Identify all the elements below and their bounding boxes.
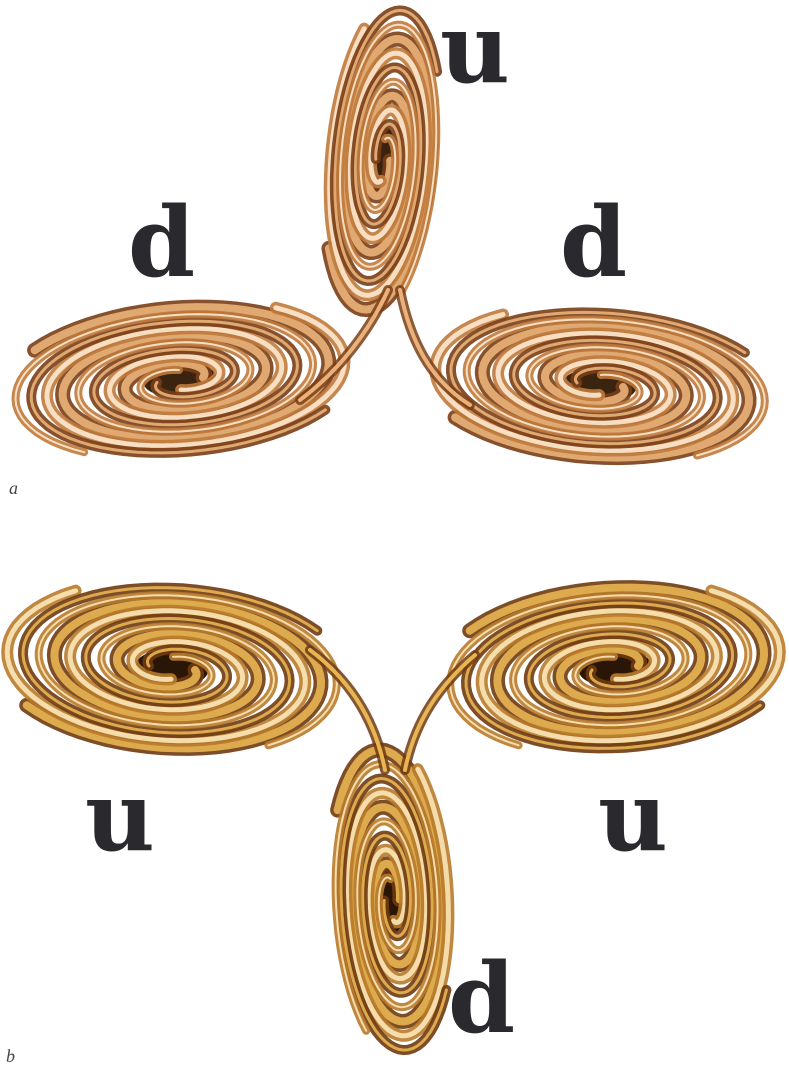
vortex-a-left: [16, 307, 345, 453]
quark-label-b-bottom: d: [448, 942, 515, 1055]
quark-label-b-left: u: [85, 760, 155, 873]
vortex-a-top: [329, 10, 437, 309]
vortex-a-right: [435, 312, 765, 457]
quark-label-a-left: d: [128, 186, 195, 299]
quark-label-b-right: u: [598, 760, 668, 873]
vortex-b-right: [450, 588, 780, 749]
vortex-b-left: [7, 588, 337, 749]
panel-a: u d d a: [9, 0, 765, 498]
panel-label-b: b: [6, 1046, 15, 1066]
panel-b: u u d b: [6, 588, 780, 1066]
panel-label-a: a: [9, 478, 18, 498]
quark-label-a-right: d: [560, 186, 627, 299]
vortex-b-bottom: [336, 750, 449, 1050]
quark-label-a-top: u: [440, 0, 510, 105]
